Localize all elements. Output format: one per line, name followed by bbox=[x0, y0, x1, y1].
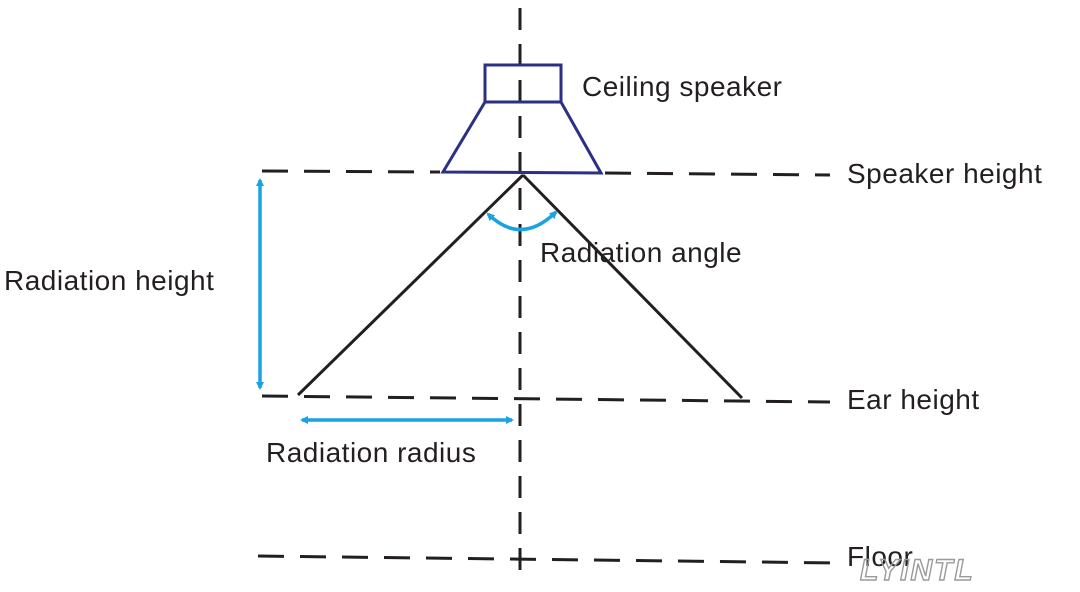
floor-label: Floor bbox=[847, 541, 913, 572]
brand-watermark-logo: LYINTL bbox=[860, 554, 975, 587]
floor-line bbox=[257, 554, 841, 565]
radiation-angle-label: Radiation angle bbox=[540, 237, 742, 268]
radiation-radius-label: Radiation radius bbox=[266, 437, 476, 468]
radiation-line-right bbox=[521, 173, 744, 400]
ceiling-speaker-label: Ceiling speaker bbox=[582, 71, 783, 102]
speaker-height-line-right bbox=[604, 171, 831, 177]
speaker-cone bbox=[440, 100, 604, 175]
ear-height-label: Ear height bbox=[847, 384, 980, 415]
speaker-height-line-left bbox=[261, 169, 441, 174]
speaker-magnet bbox=[483, 63, 563, 104]
radiation-angle-arrow bbox=[486, 210, 558, 232]
radiation-height-label: Radiation height bbox=[4, 265, 214, 296]
ear-height-line bbox=[261, 394, 831, 404]
speaker-height-label: Speaker height bbox=[847, 158, 1042, 189]
radiation-line-left bbox=[296, 173, 525, 397]
